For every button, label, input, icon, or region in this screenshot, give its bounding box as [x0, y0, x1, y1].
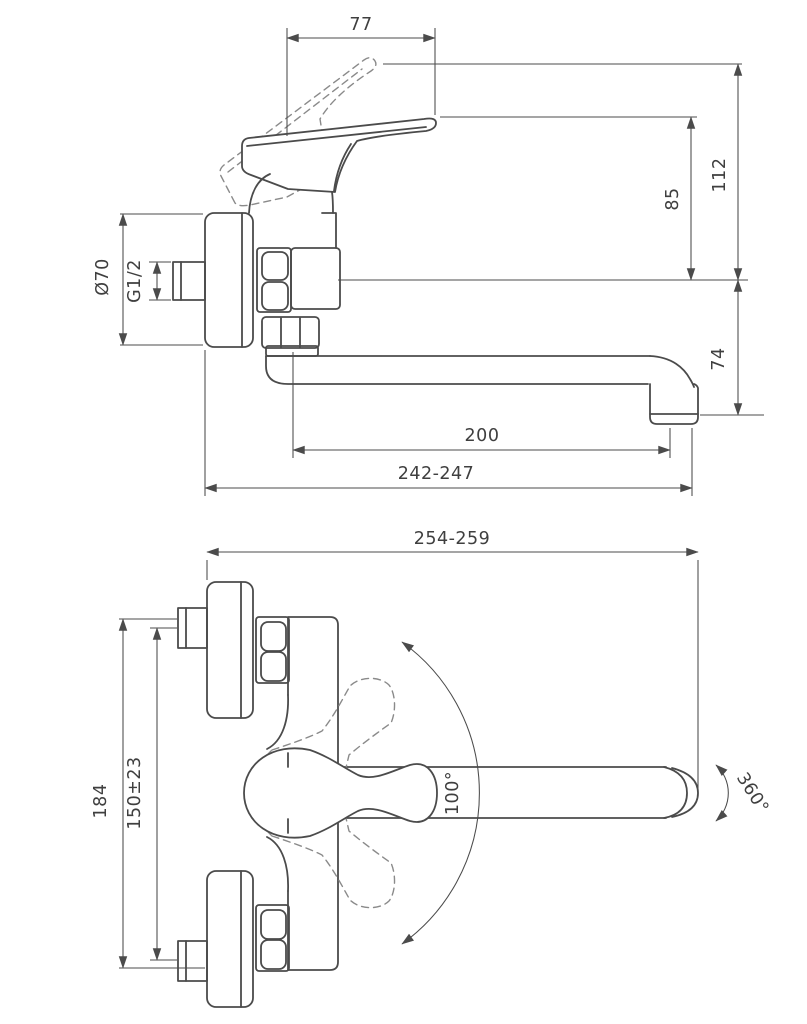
body-plate-plan	[266, 616, 339, 971]
escutcheon-plan-lower	[177, 870, 290, 1008]
dim-g12-label: G1/2	[125, 259, 145, 303]
escutcheon-plan-upper	[177, 581, 290, 719]
dim-100deg-label: 100°	[443, 771, 463, 815]
dim-74-label: 74	[709, 347, 729, 370]
dim-360deg-label: 360°	[732, 769, 772, 817]
dim-200-label: 200	[465, 426, 500, 446]
side-dimension-lines	[118, 33, 743, 493]
dim-112-label: 112	[710, 158, 730, 193]
handle-plan	[243, 747, 438, 839]
dim-184-label: 184	[91, 784, 111, 819]
spout-nut-side	[261, 316, 320, 357]
side-extension-lines	[120, 28, 764, 496]
side-view: 77 112 85 74 Ø70 G1/2 200 242-247	[93, 15, 764, 496]
union-nut-side	[256, 247, 292, 313]
dim-d70-label: Ø70	[93, 258, 113, 296]
spout-swivel-arrow	[715, 764, 729, 822]
spout-side	[265, 355, 699, 425]
handle-swing-arc	[401, 641, 480, 945]
handle-side	[241, 117, 437, 193]
spout-plan	[337, 766, 699, 819]
dim-242-247-label: 242-247	[398, 464, 475, 484]
body-neck-side	[248, 173, 337, 249]
dim-85-label: 85	[663, 187, 683, 210]
plan-view: 254-259 184 150±23 100° 360°	[91, 529, 772, 1008]
inlet-stub-side	[172, 261, 206, 301]
escutcheon-side	[204, 212, 254, 348]
dim-77-label: 77	[349, 15, 372, 35]
valve-body-side	[290, 247, 341, 310]
plan-dimension-lines	[118, 547, 699, 969]
dim-254-259-label: 254-259	[414, 529, 491, 549]
plan-extension-lines	[119, 560, 699, 969]
dim-150-23-label: 150±23	[125, 756, 145, 829]
